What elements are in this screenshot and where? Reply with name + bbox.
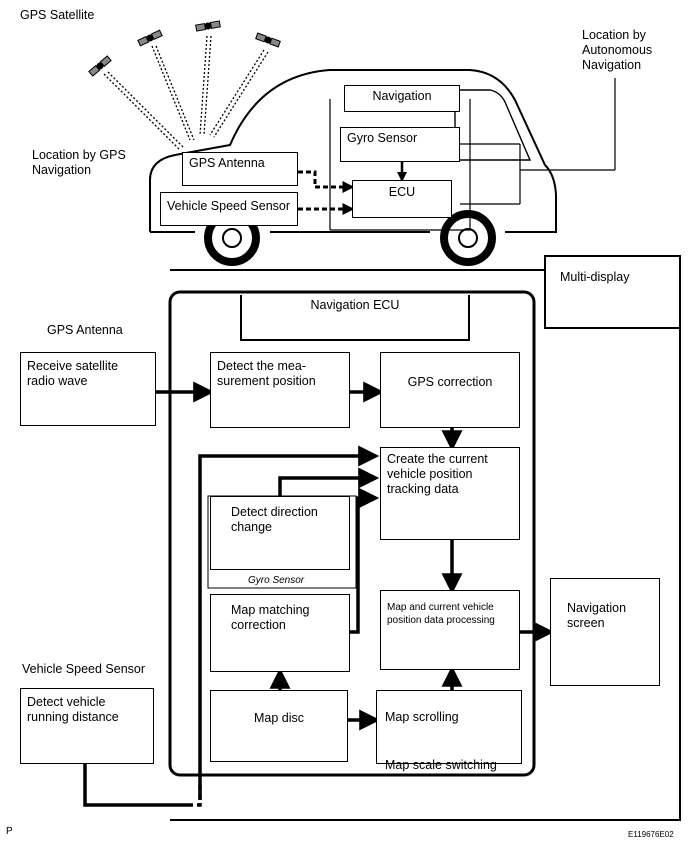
location-autonomous-label: Location by Autonomous Navigation [582, 28, 653, 72]
satellite-icon [88, 20, 281, 77]
radio-wave-icon [103, 35, 269, 151]
gyro-sensor-caption: Gyro Sensor [248, 575, 305, 586]
car-gyro-sensor-box: Gyro Sensor [340, 127, 460, 162]
navigation-ecu-label: Navigation ECU [310, 298, 400, 312]
car-gps-antenna-label: GPS Antenna [189, 156, 265, 170]
map-scroll-scale-box: Map scrolling Map scale switching [376, 690, 522, 772]
vehicle-outline [149, 69, 557, 233]
gps-correction-box: GPS correction [380, 352, 520, 428]
receive-satellite-box: Receive satellite radio wave [20, 352, 156, 426]
map-processing-label: Map and current vehicle position data pr… [387, 602, 495, 626]
detect-direction-label: Detect direction change [231, 505, 318, 534]
detect-measurement-label: Detect the mea- surement position [217, 359, 316, 388]
navigation-screen-label: Navigation screen [567, 601, 627, 630]
navigation-ecu-title-box: Navigation ECU [240, 295, 470, 341]
arrow-direction-to-create [278, 467, 380, 496]
car-ecu-box: ECU [352, 180, 452, 218]
arrow-matching-to-create [350, 487, 380, 634]
vehicle-speed-dashed [188, 780, 202, 807]
arrow-speed-to-create [198, 445, 380, 800]
car-navigation-box: Navigation [344, 85, 460, 112]
car-vehicle-speed-sensor-box: Vehicle Speed Sensor [160, 192, 298, 226]
figure-code: E119676E02 [628, 830, 674, 839]
multi-display-label-box: Multi-display [560, 270, 660, 294]
map-matching-box: Map matching correction [210, 594, 350, 672]
gps-satellite-label: GPS Satellite [20, 8, 95, 22]
navigation-ecu-frame [168, 290, 536, 777]
multi-display-label: Multi-display [560, 270, 630, 284]
detect-distance-label: Detect vehicle running distance [27, 695, 119, 724]
map-disc-label: Map disc [253, 711, 305, 725]
antenna-to-ecu-arrow [298, 170, 355, 193]
map-scrolling-label: Map scrolling [385, 710, 459, 724]
car-ecu-label: ECU [388, 185, 416, 199]
location-gps-label: Location by GPS Navigation [32, 148, 126, 177]
car-vehicle-speed-sensor-label: Vehicle Speed Sensor [167, 199, 291, 213]
car-navigation-label: Navigation [372, 89, 432, 103]
create-tracking-label: Create the current vehicle position trac… [387, 452, 488, 496]
car-gyro-sensor-label: Gyro Sensor [347, 131, 418, 145]
multi-display-tab [544, 255, 681, 329]
map-disc-box: Map disc [210, 690, 348, 762]
detect-measurement-box: Detect the mea- surement position [210, 352, 350, 428]
vehicle-speed-sensor-section-label: Vehicle Speed Sensor [22, 662, 146, 676]
navigation-screen-box: Navigation screen [550, 578, 660, 686]
create-tracking-box: Create the current vehicle position trac… [380, 447, 520, 540]
map-scale-label: Map scale switching [385, 758, 497, 772]
map-processing-box: Map and current vehicle position data pr… [380, 590, 520, 670]
gps-correction-label: GPS correction [407, 375, 493, 389]
receive-satellite-label: Receive satellite radio wave [27, 359, 119, 388]
map-matching-label: Map matching correction [231, 603, 310, 632]
detect-distance-box: Detect vehicle running distance [20, 688, 154, 764]
gps-antenna-section-label: GPS Antenna [47, 323, 123, 337]
page-marker: P [6, 826, 13, 837]
car-gps-antenna-box: GPS Antenna [182, 152, 298, 186]
detect-direction-box: Detect direction change [210, 496, 350, 570]
